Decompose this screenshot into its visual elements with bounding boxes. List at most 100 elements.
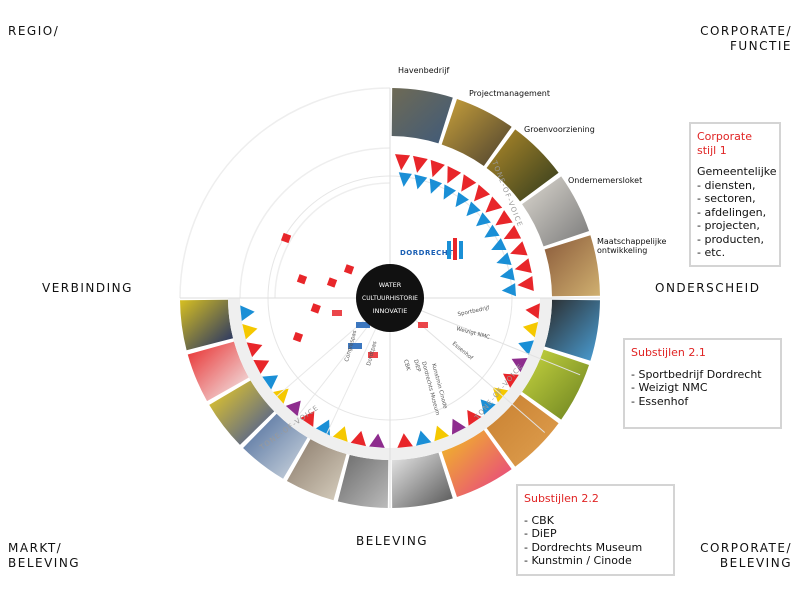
flag-red bbox=[461, 174, 477, 192]
category-ontwikkeling-line2: ontwikkeling bbox=[597, 246, 648, 255]
flag-red bbox=[447, 166, 462, 184]
box-substijlen-22: Substijlen 2.2 - CBK - DiEP - Dordrechts… bbox=[516, 484, 675, 576]
photo-segment bbox=[486, 129, 559, 202]
small-red-mark bbox=[343, 264, 355, 275]
photo-segment bbox=[391, 88, 453, 144]
flag-blue bbox=[429, 178, 443, 194]
photo-segment bbox=[486, 394, 559, 467]
flag-red bbox=[514, 258, 532, 273]
box-sub22-line: - DiEP bbox=[524, 527, 557, 540]
axis-beleving: BELEVING bbox=[356, 534, 429, 548]
flag-blue bbox=[491, 238, 507, 250]
flag-multi bbox=[511, 358, 528, 373]
corner-functie-line2: FUNCTIE bbox=[730, 39, 792, 53]
corner-markt-beleving: MARKT/ BELEVING bbox=[8, 541, 80, 571]
radial-divider bbox=[389, 297, 546, 433]
box-sub22-title: Substijlen 2.2 bbox=[524, 492, 599, 505]
flag-multi bbox=[522, 321, 539, 338]
corner-beleving-line2: BELEVING bbox=[8, 556, 81, 570]
box-sub21-line: - Sportbedrijf Dordrecht bbox=[631, 367, 762, 381]
small-red-mark bbox=[296, 274, 308, 285]
small-logo-mark bbox=[356, 322, 370, 328]
box-substijlen-21: Substijlen 2.1 - Sportbedrijf Dordrecht … bbox=[623, 338, 782, 429]
box-sub21-line: - Essenhof bbox=[631, 394, 689, 408]
flag-multi-left bbox=[273, 388, 289, 404]
flag-multi bbox=[397, 433, 413, 448]
flag-multi bbox=[467, 409, 482, 426]
box-sub21-title: Substijlen 2.1 bbox=[631, 346, 706, 359]
category-maatschappelijke-line1: Maatschappelijke bbox=[597, 237, 667, 246]
category-maatschappelijke: Maatschappelijke ontwikkeling bbox=[597, 237, 666, 255]
corner-corporate-b-line1: CORPORATE/ bbox=[700, 541, 792, 555]
flag-red bbox=[510, 241, 528, 256]
photo-segment bbox=[522, 176, 590, 247]
small-logo-mark bbox=[332, 310, 342, 316]
corner-corporate-functie: CORPORATE/ FUNCTIE bbox=[700, 24, 792, 54]
axis-verbinding: VERBINDING bbox=[42, 281, 133, 295]
box-sub22-line: - CBK bbox=[524, 513, 554, 527]
category-projectmanagement: Projectmanagement bbox=[469, 89, 550, 98]
corner-corporate-line1: CORPORATE/ bbox=[700, 24, 792, 38]
flag-multi-left bbox=[315, 419, 330, 436]
inner-label: DiEP bbox=[412, 359, 421, 373]
box-corporate-line: - projecten, bbox=[697, 219, 760, 232]
inner-label: Weizigt NMC bbox=[455, 326, 490, 341]
faint-arc bbox=[239, 147, 391, 299]
flag-multi-left bbox=[350, 430, 367, 447]
flag-blue bbox=[501, 283, 516, 297]
flag-red bbox=[485, 196, 503, 213]
photo-segment bbox=[209, 380, 275, 445]
box-corporate-line: - producten, bbox=[697, 232, 765, 246]
flag-blue bbox=[496, 252, 512, 265]
center-line2: CULTUURHISTORIE bbox=[362, 295, 418, 302]
flag-ring bbox=[240, 154, 540, 448]
flag-blue bbox=[466, 201, 481, 217]
flag-multi-left bbox=[246, 342, 263, 358]
flag-blue bbox=[476, 212, 491, 227]
flag-red bbox=[503, 225, 522, 240]
flag-multi-left bbox=[369, 433, 385, 448]
small-red-mark bbox=[326, 277, 338, 288]
box-corporate-title: Corporate stijl 1 bbox=[697, 130, 752, 157]
flag-multi bbox=[518, 340, 534, 356]
corner-markt-line1: MARKT/ bbox=[8, 541, 63, 555]
box-corporate-stijl: Corporate stijl 1 Gemeentelijke - dienst… bbox=[689, 122, 781, 267]
logo-marks bbox=[332, 310, 428, 358]
flag-multi-left bbox=[285, 400, 301, 417]
box-corporate-line: - afdelingen, bbox=[697, 205, 767, 219]
center-line3: INNOVATIE bbox=[373, 307, 408, 315]
photo-segment bbox=[544, 299, 600, 361]
category-havenbedrijf: Havenbedrijf bbox=[398, 66, 450, 75]
faint-arc bbox=[179, 87, 391, 299]
box-corporate-line: - diensten, bbox=[697, 178, 756, 192]
inner-label: CBK bbox=[402, 359, 411, 372]
flag-multi-left bbox=[262, 375, 279, 390]
photo-segment bbox=[441, 98, 512, 166]
box-corporate-line: - sectoren, bbox=[697, 192, 756, 205]
flag-red bbox=[395, 154, 411, 171]
small-logo-mark bbox=[348, 343, 362, 349]
flag-blue bbox=[499, 267, 515, 281]
flag-multi-left bbox=[242, 324, 258, 340]
flag-red bbox=[413, 155, 428, 173]
flag-blue bbox=[484, 224, 500, 238]
photo-segment bbox=[286, 439, 347, 501]
faint-arc bbox=[274, 182, 391, 299]
category-ondernemersloket: Ondernemersloket bbox=[568, 176, 643, 185]
flag-red bbox=[517, 275, 534, 291]
dordrecht-logo-icon bbox=[447, 238, 463, 260]
center-line1: WATER bbox=[379, 281, 402, 289]
category-groenvoorziening: Groenvoorziening bbox=[524, 125, 595, 134]
flag-multi-left bbox=[300, 411, 315, 427]
axis-onderscheid: ONDERSCHEID bbox=[655, 281, 761, 295]
flag-multi bbox=[525, 303, 540, 319]
photo-segment bbox=[243, 413, 308, 479]
corner-corporate-beleving: CORPORATE/ BELEVING bbox=[700, 541, 792, 571]
corner-regio-line1: REGIO/ bbox=[8, 24, 60, 38]
small-logo-mark bbox=[368, 352, 378, 358]
inner-label: Sportbedrijf bbox=[457, 305, 491, 318]
flag-multi bbox=[416, 430, 432, 446]
photo-segment bbox=[391, 452, 453, 508]
small-red-mark bbox=[280, 232, 292, 244]
